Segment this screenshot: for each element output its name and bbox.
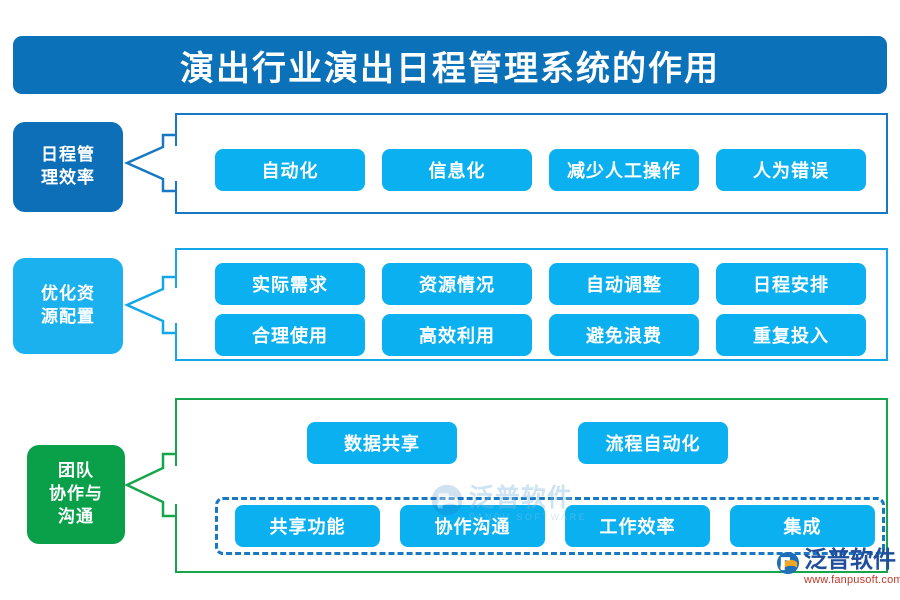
item-pill[interactable]: 人为错误 [716,149,866,191]
item-pill[interactable]: 合理使用 [215,314,365,356]
panel-notch-bottom [174,305,178,323]
category-label-team-collaboration[interactable]: 团队协作与沟通 [27,445,125,544]
item-pill[interactable]: 信息化 [382,149,532,191]
panel-notch-top [174,146,178,164]
arrow-optimize-resources [123,275,175,335]
item-pill[interactable]: 日程安排 [716,263,866,305]
page-title: 演出行业演出日程管理系统的作用 [180,48,720,89]
panel-notch-top [174,288,178,306]
watermark-corner-url: www.fanpusoft.com [804,574,900,586]
panel-notch-top [174,466,178,485]
item-pill[interactable]: 协作沟通 [400,505,545,547]
item-pill[interactable]: 减少人工操作 [549,149,699,191]
arrow-schedule-efficiency [123,133,175,193]
item-pill[interactable]: 避免浪费 [549,314,699,356]
item-pill[interactable]: 高效利用 [382,314,532,356]
panel-notch-bottom [174,485,178,504]
dashed-group-box [215,497,885,555]
page-title-bar: 演出行业演出日程管理系统的作用 [13,36,887,94]
panel-notch-bottom [174,163,178,181]
category-label-text: 日程管理效率 [41,145,95,188]
category-label-optimize-resources[interactable]: 优化资源配置 [13,258,123,354]
item-pill[interactable]: 流程自动化 [578,422,728,464]
item-pill[interactable]: 资源情况 [382,263,532,305]
item-pill[interactable]: 共享功能 [235,505,380,547]
item-pill[interactable]: 数据共享 [307,422,457,464]
item-pill[interactable]: 实际需求 [215,263,365,305]
item-pill[interactable]: 自动化 [215,149,365,191]
item-pill[interactable]: 自动调整 [549,263,699,305]
category-label-text: 团队协作与沟通 [49,461,103,527]
category-label-schedule-efficiency[interactable]: 日程管理效率 [13,122,123,212]
category-label-text: 优化资源配置 [41,284,95,327]
arrow-team-collaboration [124,452,175,518]
item-pill[interactable]: 集成 [730,505,875,547]
item-pill[interactable]: 工作效率 [565,505,710,547]
item-pill[interactable]: 重复投入 [716,314,866,356]
